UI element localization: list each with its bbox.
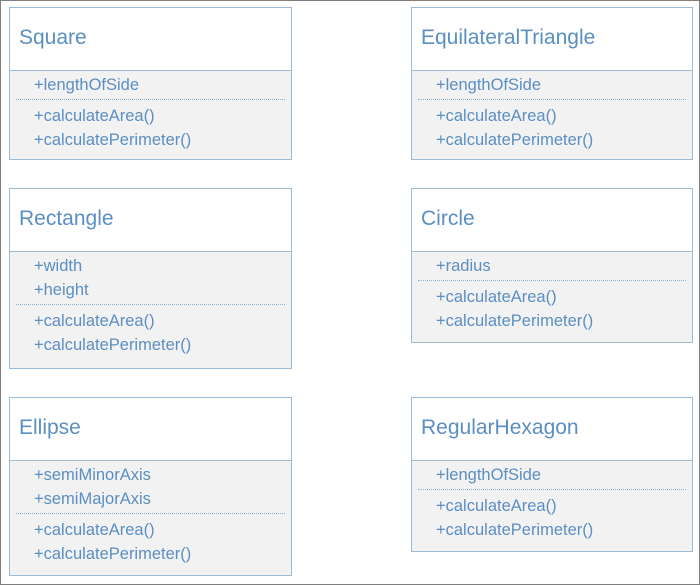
method: +calculateArea() bbox=[436, 497, 557, 515]
attributes-section: +width +height bbox=[10, 252, 291, 302]
class-name: Circle bbox=[412, 189, 692, 252]
class-regular-hexagon: RegularHexagon +lengthOfSide +calculateA… bbox=[411, 397, 693, 552]
section-divider bbox=[418, 280, 686, 281]
class-square: Square +lengthOfSide +calculateArea() +c… bbox=[9, 7, 292, 160]
class-equilateral-triangle: EquilateralTriangle +lengthOfSide +calcu… bbox=[411, 7, 693, 160]
attributes-section: +radius bbox=[412, 252, 692, 278]
attribute: +width bbox=[34, 257, 83, 275]
methods-section: +calculateArea() +calculatePerimeter() bbox=[10, 102, 291, 152]
method: +calculateArea() bbox=[34, 107, 155, 125]
methods-section: +calculateArea() +calculatePerimeter() bbox=[10, 516, 291, 566]
attributes-section: +lengthOfSide bbox=[10, 71, 291, 97]
attributes-section: +lengthOfSide bbox=[412, 71, 692, 97]
class-circle: Circle +radius +calculateArea() +calcula… bbox=[411, 188, 693, 343]
method: +calculatePerimeter() bbox=[436, 312, 594, 330]
class-name: Rectangle bbox=[10, 189, 291, 252]
class-name: Square bbox=[10, 8, 291, 71]
method: +calculateArea() bbox=[34, 312, 155, 330]
section-divider bbox=[418, 99, 686, 100]
section-divider bbox=[16, 304, 285, 305]
method: +calculateArea() bbox=[436, 288, 557, 306]
method: +calculateArea() bbox=[436, 107, 557, 125]
method: +calculatePerimeter() bbox=[34, 336, 192, 354]
attribute: +semiMinorAxis bbox=[34, 466, 151, 484]
class-ellipse: Ellipse +semiMinorAxis +semiMajorAxis +c… bbox=[9, 397, 292, 576]
section-divider bbox=[418, 489, 686, 490]
method: +calculatePerimeter() bbox=[34, 545, 192, 563]
attribute: +radius bbox=[436, 257, 491, 275]
methods-section: +calculateArea() +calculatePerimeter() bbox=[412, 492, 692, 542]
method: +calculatePerimeter() bbox=[34, 131, 192, 149]
attribute: +semiMajorAxis bbox=[34, 490, 151, 508]
method: +calculateArea() bbox=[34, 521, 155, 539]
attributes-section: +lengthOfSide bbox=[412, 461, 692, 487]
attribute: +height bbox=[34, 281, 89, 299]
class-name: RegularHexagon bbox=[412, 398, 692, 461]
attribute: +lengthOfSide bbox=[436, 76, 542, 94]
methods-section: +calculateArea() +calculatePerimeter() bbox=[412, 283, 692, 333]
class-rectangle: Rectangle +width +height +calculateArea(… bbox=[9, 188, 292, 369]
section-divider bbox=[16, 99, 285, 100]
method: +calculatePerimeter() bbox=[436, 521, 594, 539]
class-name: Ellipse bbox=[10, 398, 291, 461]
section-divider bbox=[16, 513, 285, 514]
attribute: +lengthOfSide bbox=[436, 466, 542, 484]
method: +calculatePerimeter() bbox=[436, 131, 594, 149]
methods-section: +calculateArea() +calculatePerimeter() bbox=[412, 102, 692, 152]
methods-section: +calculateArea() +calculatePerimeter() bbox=[10, 307, 291, 357]
class-name: EquilateralTriangle bbox=[412, 8, 692, 71]
attributes-section: +semiMinorAxis +semiMajorAxis bbox=[10, 461, 291, 511]
attribute: +lengthOfSide bbox=[34, 76, 140, 94]
